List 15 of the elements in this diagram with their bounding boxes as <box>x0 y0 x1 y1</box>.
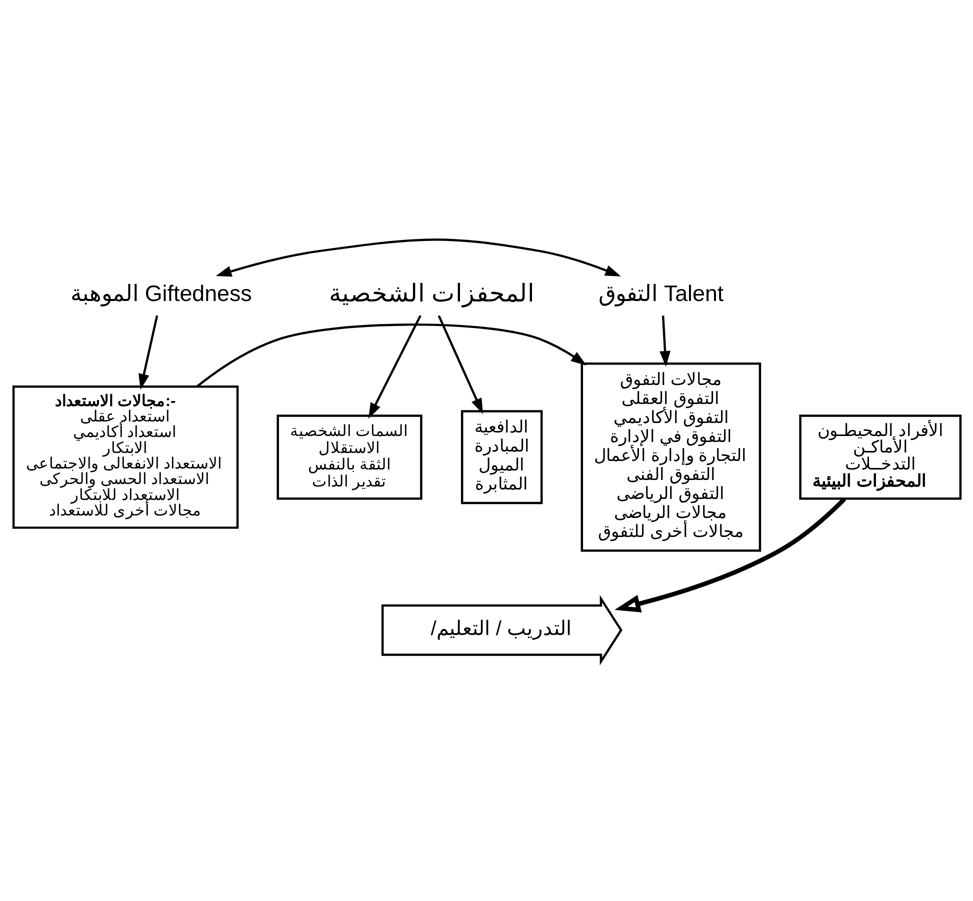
arrow <box>437 315 482 414</box>
node-text: المحفزات الشخصية <box>328 280 534 308</box>
arrow <box>215 238 620 277</box>
arrow <box>196 323 586 388</box>
arrow <box>368 315 421 419</box>
arrow <box>614 497 846 612</box>
node-box: مجالات التفوق التفوق العقلى التفوق الأكاديمي التفوق في الإدارة التجارة وإدارة الأعمال التفوق الفنى التفوق الرياضى مجالات الرياضى مجالات أخرى للتفوق <box>580 362 761 552</box>
node-text: الموهبة Giftedness <box>70 280 252 306</box>
node-text: التفوق Talent <box>598 280 724 306</box>
node-box: الأفراد المحيطـون الأماكـن التدخــلات المحفزات البيئية <box>798 414 962 500</box>
node-box: الدافعية المبادرة الميول المثابرة <box>460 410 542 504</box>
node-box: مجالات الاستعداد:- استعداد عقلى استعداد أكاديمي الابتكار الاستعداد الانفعالى والاجتماعى الاستعداد الحسى والحركى الاستعداد للابتكار مجالات أخرى للاستعداد <box>12 385 238 529</box>
arrow <box>138 315 158 390</box>
node-box: السمات الشخصية الاستقلال الثقة بالنفس تقدير الذات <box>276 414 422 500</box>
arrow <box>659 316 670 367</box>
